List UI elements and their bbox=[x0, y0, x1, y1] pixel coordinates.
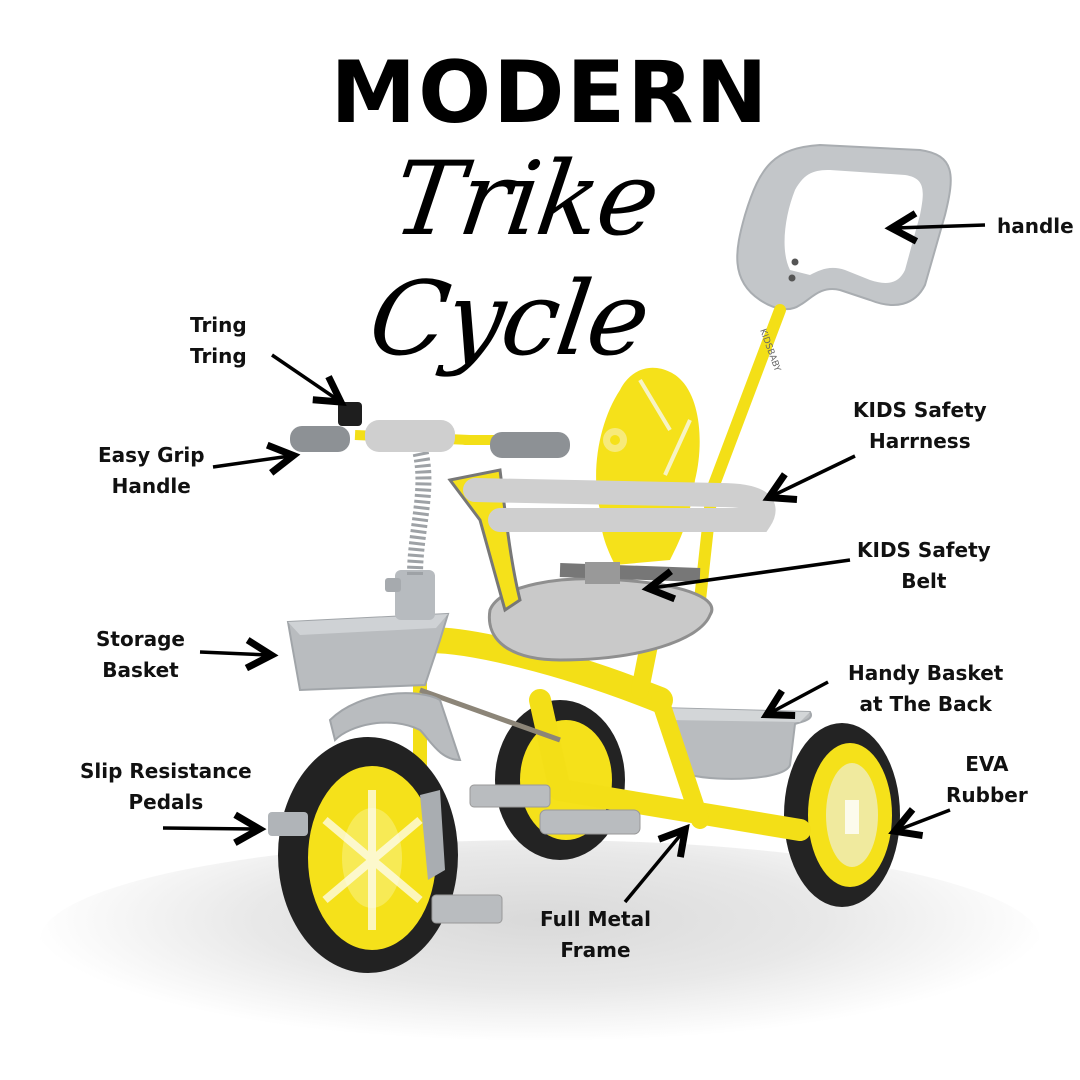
front-pedal bbox=[431, 894, 503, 924]
handlebar bbox=[290, 402, 570, 458]
callout-back-basket-line1: Handy Basket bbox=[848, 661, 1004, 685]
callout-wheels-line2: Rubber bbox=[946, 783, 1028, 807]
callout-handle-text: handle bbox=[997, 214, 1074, 238]
callout-grip-line2: Handle bbox=[111, 474, 191, 498]
storage-basket bbox=[286, 612, 450, 692]
rear-wheel-right bbox=[784, 723, 900, 907]
push-handle bbox=[736, 143, 952, 311]
callout-handle: handle bbox=[997, 211, 1074, 242]
callout-belt: KIDS Safety Belt bbox=[857, 535, 991, 597]
callout-bell-line1: Tring bbox=[190, 313, 247, 337]
callout-frame-line1: Full Metal bbox=[540, 907, 651, 931]
callout-harness-line2: Harrness bbox=[869, 429, 971, 453]
callout-frame: Full Metal Frame bbox=[540, 904, 651, 966]
callout-grip: Easy Grip Handle bbox=[98, 440, 205, 502]
callout-back-basket-line2: at The Back bbox=[859, 692, 992, 716]
callout-grip-line1: Easy Grip bbox=[98, 443, 205, 467]
callout-storage-line1: Storage bbox=[96, 627, 185, 651]
callout-wheels-line1: EVA bbox=[965, 752, 1009, 776]
callout-bell-line2: Tring bbox=[190, 344, 247, 368]
callout-harness: KIDS Safety Harrness bbox=[853, 395, 987, 457]
front-wheel bbox=[278, 737, 458, 973]
callout-arrows bbox=[162, 225, 986, 904]
callout-harness-line1: KIDS Safety bbox=[853, 398, 987, 422]
callout-bell: Tring Tring bbox=[190, 310, 247, 372]
callout-wheels: EVA Rubber bbox=[946, 749, 1028, 811]
callout-storage: Storage Basket bbox=[96, 624, 185, 686]
callout-pedals: Slip Resistance Pedals bbox=[80, 756, 252, 818]
callout-belt-line1: KIDS Safety bbox=[857, 538, 991, 562]
callout-pedals-line1: Slip Resistance bbox=[80, 759, 252, 783]
callout-belt-line2: Belt bbox=[901, 569, 947, 593]
callout-storage-line2: Basket bbox=[102, 658, 179, 682]
bell bbox=[338, 402, 362, 426]
rear-step-pedal bbox=[539, 809, 641, 835]
callout-back-basket: Handy Basket at The Back bbox=[848, 658, 1003, 720]
title-heading: MODERN bbox=[330, 43, 770, 143]
callout-pedals-line2: Pedals bbox=[128, 790, 204, 814]
mudguard bbox=[328, 692, 462, 762]
safety-bar bbox=[463, 478, 776, 532]
callout-frame-line2: Frame bbox=[560, 938, 631, 962]
